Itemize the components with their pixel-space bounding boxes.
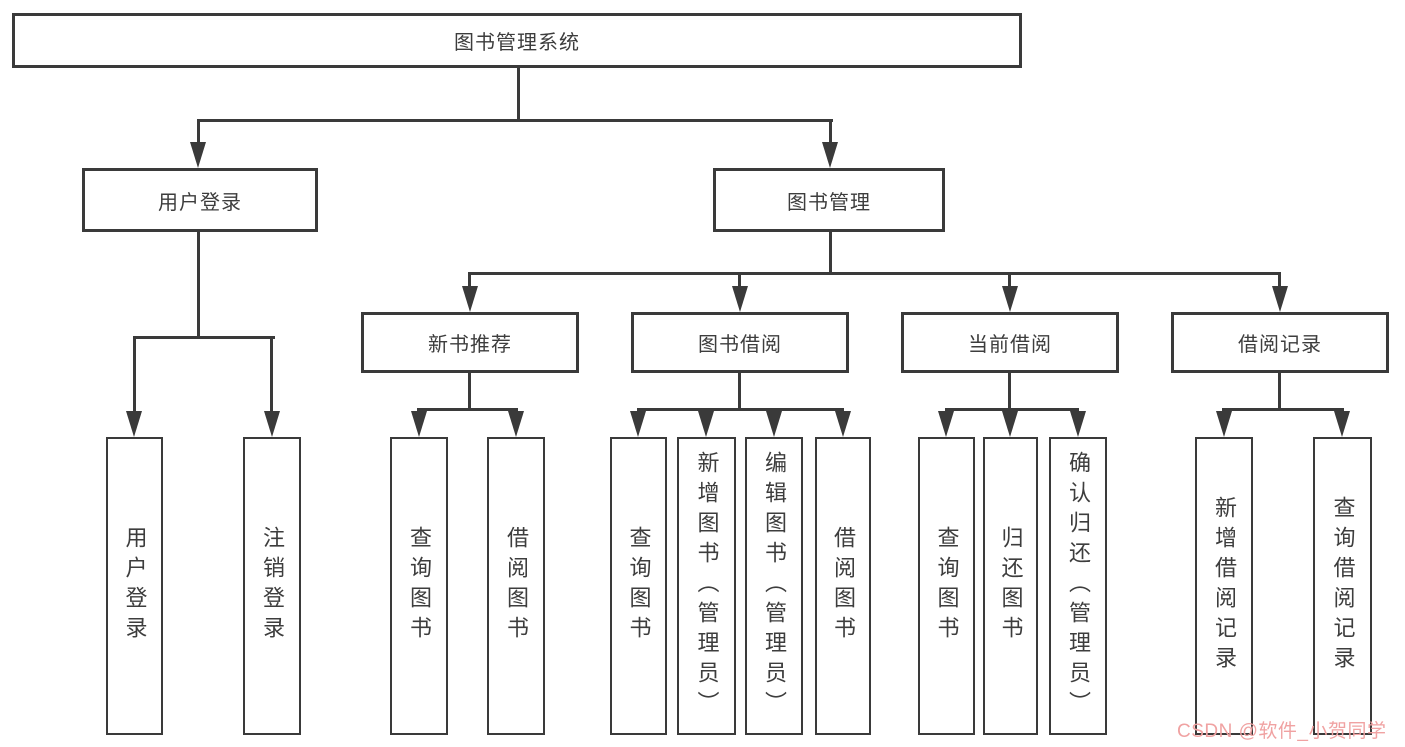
connector-drop-new-book [468,272,471,288]
connector-drop-leaf-user-login [133,336,136,413]
leaf-return-book-label: 归还图书 [998,526,1024,646]
leaf-edit-book-admin-label: 编辑图书（管理员） [762,451,787,721]
node-new-book-recommend: 新书推荐 [361,312,579,373]
leaf-borrow-books-recommend-label: 借阅图书 [504,526,529,646]
leaf-confirm-return-admin: 确认归还（管理员） [1049,437,1107,735]
leaf-borrow-books-label: 借阅图书 [831,526,856,646]
arrowhead-g3-edit [766,411,782,437]
connector-user-login-stem [197,232,200,336]
node-library-system: 图书管理系统 [12,13,1022,68]
arrowhead-g3-add [698,411,714,437]
arrowhead-g2-borrow [508,411,524,437]
leaf-logout-label: 注销登录 [260,526,285,646]
connector-drop-book-borrow [738,272,741,288]
node-new-book-recommend-label: 新书推荐 [428,334,512,356]
arrowhead-new-book [462,286,478,312]
connector-bus-current-borrow [945,408,1079,411]
arrowhead-g3-borrow [835,411,851,437]
connector-bus-book-borrow [637,408,844,411]
leaf-query-borrow-record-label: 查询借阅记录 [1330,496,1356,676]
connector-new-book-stem [468,373,471,408]
arrowhead-g4-return [1002,411,1018,437]
arrowhead-g3-query [630,411,646,437]
leaf-query-books-current-label: 查询图书 [934,526,960,646]
leaf-edit-book-admin: 编辑图书（管理员） [745,437,803,735]
connector-bus-borrow-records [1223,408,1343,411]
leaf-borrow-books: 借阅图书 [815,437,871,735]
node-user-login-label: 用户登录 [158,191,242,214]
leaf-query-books-current: 查询图书 [918,437,975,735]
leaf-logout: 注销登录 [243,437,301,735]
node-borrow-records-label: 借阅记录 [1238,334,1322,356]
leaf-confirm-return-admin-label: 确认归还（管理员） [1066,451,1091,721]
arrowhead-g2-query [411,411,427,437]
connector-root-stem [517,68,520,119]
leaf-query-books-borrow-label: 查询图书 [626,526,652,646]
arrowhead-g4-query [938,411,954,437]
arrowhead-g5-add [1216,411,1232,437]
connector-book-borrow-stem [738,373,741,408]
leaf-query-books-recommend-label: 查询图书 [407,526,432,646]
leaf-add-borrow-record-label: 新增借阅记录 [1212,496,1237,676]
arrowhead-book-management [822,142,838,168]
node-book-management-label: 图书管理 [787,191,871,214]
leaf-borrow-books-recommend: 借阅图书 [487,437,545,735]
leaf-add-book-admin: 新增图书（管理员） [677,437,736,735]
node-borrow-records: 借阅记录 [1171,312,1389,373]
connector-book-management-stem [829,232,832,272]
node-current-borrow-label: 当前借阅 [968,334,1052,356]
arrowhead-leaf-logout [264,411,280,437]
leaf-user-login-label: 用户登录 [122,526,148,646]
connector-drop-leaf-logout [270,336,273,413]
leaf-query-borrow-record: 查询借阅记录 [1313,437,1372,735]
connector-bus-level2 [469,272,1281,275]
arrowhead-book-borrow [732,286,748,312]
leaf-return-book: 归还图书 [983,437,1038,735]
leaf-add-book-admin-label: 新增图书（管理员） [694,451,720,721]
connector-drop-book-management [829,119,832,146]
arrowhead-current-borrow [1002,286,1018,312]
connector-bus-level1 [197,119,833,122]
arrowhead-g4-confirm [1070,411,1086,437]
node-user-login: 用户登录 [82,168,318,232]
leaf-user-login: 用户登录 [106,437,163,735]
arrowhead-user-login [190,142,206,168]
node-current-borrow: 当前借阅 [901,312,1119,373]
node-library-system-label: 图书管理系统 [454,32,580,54]
connector-bus-user-login [133,336,275,339]
connector-bus-new-book [418,408,518,411]
arrowhead-borrow-records [1272,286,1288,312]
leaf-query-books-recommend: 查询图书 [390,437,448,735]
node-book-management: 图书管理 [713,168,945,232]
node-book-borrow: 图书借阅 [631,312,849,373]
arrowhead-leaf-user-login [126,411,142,437]
connector-current-borrow-stem [1008,373,1011,408]
arrowhead-g5-query [1334,411,1350,437]
connector-drop-current-borrow [1008,272,1011,288]
leaf-add-borrow-record: 新增借阅记录 [1195,437,1253,735]
connector-borrow-records-stem [1278,373,1281,408]
connector-drop-borrow-records [1278,272,1281,288]
leaf-query-books-borrow: 查询图书 [610,437,667,735]
node-book-borrow-label: 图书借阅 [698,334,782,356]
csdn-watermark: CSDN @软件_小贺同学 [1177,721,1387,742]
connector-drop-user-login [197,119,200,146]
